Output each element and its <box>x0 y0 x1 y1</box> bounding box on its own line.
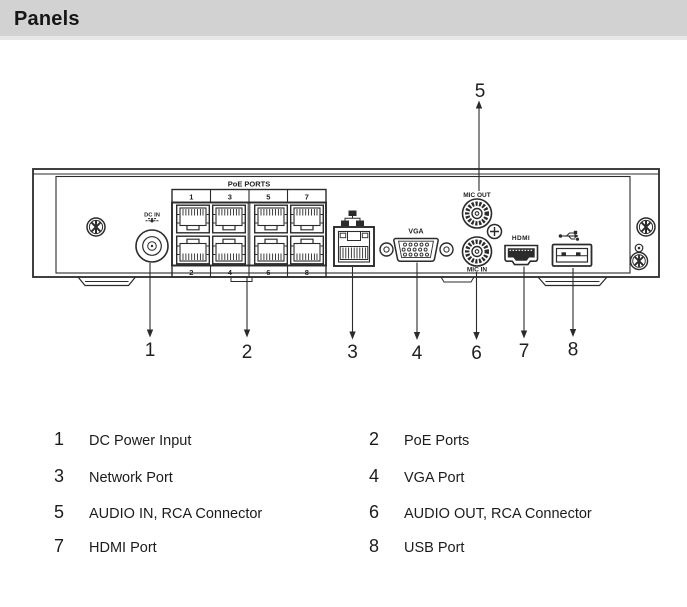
mic-out-label: MIC OUT <box>463 192 490 199</box>
audio-connectors: MIC OUT MIC IN <box>463 192 503 274</box>
legend-item-4: 4 VGA Port <box>359 465 464 487</box>
svg-text:4: 4 <box>412 343 423 364</box>
poe-port-rj45 <box>211 235 247 265</box>
mic-in-label: MIC IN <box>467 267 488 274</box>
rear-panel-diagram: DC IN PoE PORTS 1 3 5 7 <box>32 81 660 364</box>
poe-port-rj45 <box>175 204 211 234</box>
legend-number: 3 <box>53 466 64 486</box>
legend-item-7: 7 HDMI Port <box>44 535 157 557</box>
ground-screw-icon <box>486 223 503 240</box>
legend-item-8: 8 USB Port <box>359 535 464 557</box>
callout-5: 5 <box>475 81 486 191</box>
poe-strip-number: 4 <box>228 268 233 277</box>
usb-icon <box>558 230 580 241</box>
poe-port-rj45 <box>253 204 288 234</box>
dc-power-connector: DC IN <box>135 213 169 263</box>
mic-out-rca-connector <box>463 199 492 228</box>
legend-number: 5 <box>53 502 64 522</box>
vga-port: VGA <box>379 229 454 263</box>
legend-item-3: 3 Network Port <box>44 465 173 487</box>
legend-number: 1 <box>53 429 64 449</box>
svg-text:1: 1 <box>145 340 156 361</box>
poe-strip-number: 8 <box>305 268 309 277</box>
callout-1: 1 <box>145 263 156 361</box>
network-port-jack <box>333 226 375 267</box>
legend-label: DC Power Input <box>89 433 192 449</box>
dc-in-label: DC IN <box>144 213 160 219</box>
legend-label: AUDIO OUT, RCA Connector <box>404 506 592 522</box>
callout-3: 3 <box>347 267 358 363</box>
legend-number: 6 <box>368 502 379 522</box>
poe-strip-number: 2 <box>189 268 193 277</box>
legend-number: 7 <box>53 536 64 556</box>
usb-connector <box>551 243 593 267</box>
section-header-bar: Panels <box>0 0 687 40</box>
legend-label: HDMI Port <box>89 540 157 556</box>
legend-item-6: 6 AUDIO OUT, RCA Connector <box>359 501 592 523</box>
legend-item-5: 5 AUDIO IN, RCA Connector <box>44 501 262 523</box>
svg-text:5: 5 <box>475 81 486 102</box>
svg-text:6: 6 <box>471 343 482 364</box>
vga-screw-right-icon <box>439 242 454 257</box>
callout-8: 8 <box>568 268 579 361</box>
poe-ports-label: PoE PORTS <box>228 180 271 189</box>
legend-item-2: 2 PoE Ports <box>359 428 469 450</box>
vga-screw-left-icon <box>379 242 394 257</box>
poe-strip-number: 3 <box>228 193 232 202</box>
poe-ports-block: PoE PORTS 1 3 5 7 2 4 6 8 <box>171 180 327 278</box>
svg-text:7: 7 <box>519 341 530 362</box>
vga-connector <box>393 237 439 263</box>
ground-point-icon <box>634 243 644 253</box>
poe-port-rj45 <box>175 235 211 265</box>
svg-text:3: 3 <box>347 342 358 363</box>
chassis-screw-right-bottom-icon <box>629 251 649 271</box>
callout-6: 6 <box>471 272 482 364</box>
legend-item-1: 1 DC Power Input <box>44 428 191 450</box>
ethernet-icon <box>341 210 364 226</box>
poe-port-rj45 <box>211 204 247 234</box>
chassis-tab-1 <box>230 277 253 282</box>
network-port <box>333 210 375 267</box>
callout-4: 4 <box>412 262 423 364</box>
poe-port-rj45 <box>290 235 324 265</box>
chassis-foot-left <box>77 276 136 287</box>
legend-number: 2 <box>368 429 379 449</box>
hdmi-port: HDMI <box>504 235 539 266</box>
usb-port <box>551 230 593 267</box>
callout-2: 2 <box>242 277 253 363</box>
legend-label: USB Port <box>404 540 465 556</box>
poe-port-rj45 <box>253 235 288 265</box>
poe-strip-number: 1 <box>189 193 193 202</box>
hdmi-connector <box>504 244 539 266</box>
legend-label: AUDIO IN, RCA Connector <box>89 506 263 522</box>
legend-label: Network Port <box>89 470 173 486</box>
poe-port-rj45 <box>290 204 324 234</box>
hdmi-label: HDMI <box>512 235 530 242</box>
poe-strip-number: 7 <box>305 193 309 202</box>
poe-strip-number: 5 <box>266 193 270 202</box>
legend-label: VGA Port <box>404 470 465 486</box>
vga-label: VGA <box>408 229 423 236</box>
page-title: Panels <box>14 8 80 30</box>
poe-strip-number: 6 <box>266 268 270 277</box>
callout-7: 7 <box>519 266 530 362</box>
legend-number: 8 <box>368 536 379 556</box>
svg-text:2: 2 <box>242 342 253 363</box>
chassis-tab-2 <box>440 276 475 283</box>
mic-in-rca-connector <box>463 237 492 266</box>
chassis-screw-left-icon <box>86 217 106 237</box>
legend-label: PoE Ports <box>404 433 470 449</box>
chassis-screw-right-top-icon <box>636 217 656 237</box>
legend-number: 4 <box>368 466 379 486</box>
svg-text:8: 8 <box>568 340 579 361</box>
